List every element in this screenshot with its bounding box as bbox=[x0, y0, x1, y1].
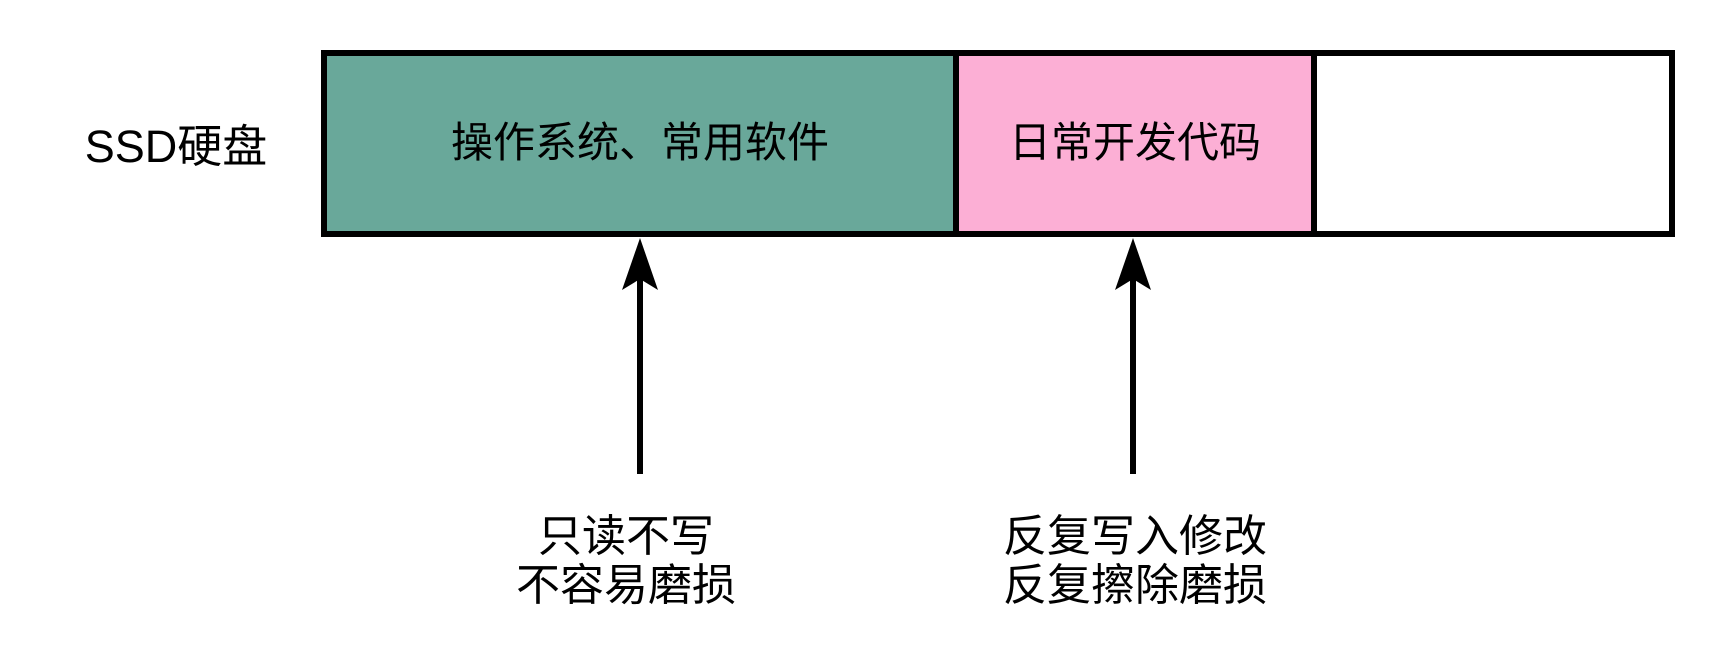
caption-os-line1: 只读不写 bbox=[538, 512, 714, 561]
caption-os-line2: 不容易磨损 bbox=[516, 561, 736, 611]
disk-label: SSD硬盘 bbox=[84, 121, 268, 172]
caption-dev: 反复写入修改 反复擦除磨损 bbox=[955, 512, 1315, 611]
ssd-bar: 操作系统、常用软件 日常开发代码 bbox=[321, 50, 1675, 237]
up-arrow-icon bbox=[1115, 238, 1151, 474]
segment-os: 操作系统、常用软件 bbox=[327, 56, 959, 231]
caption-dev-line1: 反复写入修改 bbox=[1003, 512, 1267, 561]
segment-dev-label: 日常开发代码 bbox=[1008, 119, 1261, 167]
caption-dev-line2: 反复擦除磨损 bbox=[1003, 561, 1267, 611]
segment-os-label: 操作系统、常用软件 bbox=[450, 119, 829, 167]
segment-dev: 日常开发代码 bbox=[959, 56, 1317, 231]
up-arrow-icon bbox=[622, 238, 658, 474]
segment-free bbox=[1317, 56, 1669, 231]
caption-os: 只读不写 不容易磨损 bbox=[446, 512, 806, 611]
